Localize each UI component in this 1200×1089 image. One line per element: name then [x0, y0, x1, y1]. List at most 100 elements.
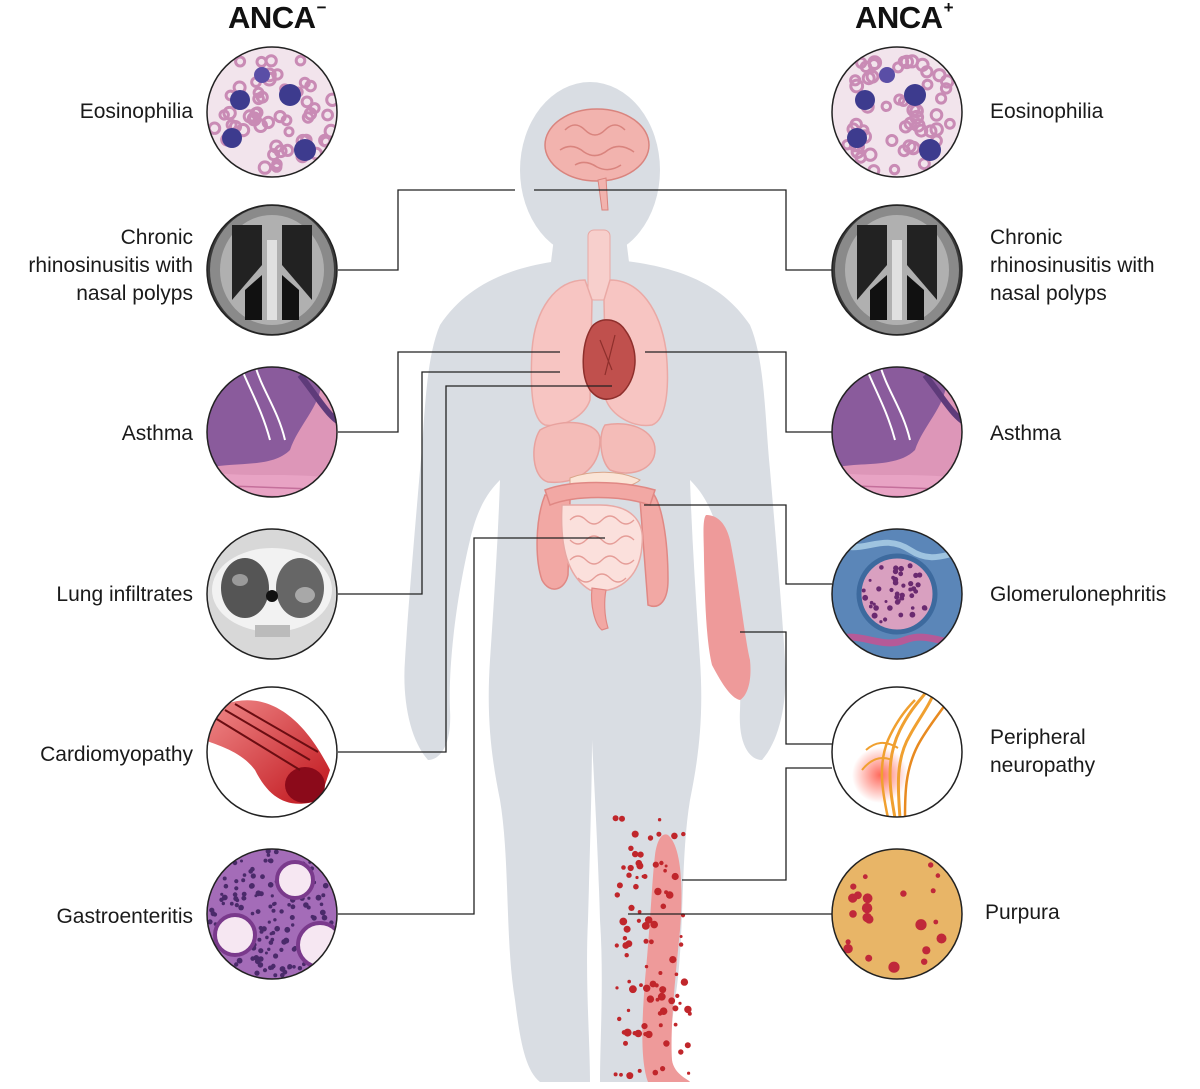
- nuc6-dot: [272, 902, 276, 906]
- purpura-dot: [658, 1023, 663, 1028]
- rbc1-dot: [303, 107, 318, 121]
- nuc6-dot: [268, 904, 273, 909]
- crs-ct-image-left: [206, 204, 338, 336]
- spots6-dot: [864, 915, 874, 924]
- nuc6-dot: [258, 948, 264, 954]
- rbc1-dot: [283, 126, 295, 138]
- purpura-dot: [643, 938, 649, 944]
- purpura-dot: [619, 917, 628, 926]
- purpura-dot: [615, 986, 619, 990]
- purpura-dot: [622, 942, 630, 949]
- nuc4-dot: [917, 572, 923, 578]
- nuc6-dot: [255, 890, 262, 897]
- purpura-dot: [617, 1016, 622, 1022]
- purpura-dot: [628, 845, 634, 851]
- rbc2-dot: [910, 118, 926, 133]
- spots6-dot: [888, 961, 900, 973]
- spots6-dot: [915, 919, 927, 931]
- nuc6-dot: [234, 903, 239, 908]
- gastroenteritis-histology-left: [206, 848, 338, 980]
- rbc2-dot: [880, 100, 892, 113]
- nuc6-dot: [267, 858, 272, 863]
- nuc6-dot: [297, 966, 303, 971]
- purpura-dot: [674, 972, 679, 977]
- nuc6-dot: [254, 970, 260, 976]
- spots6-dot: [921, 958, 928, 965]
- spots6-dot: [854, 891, 862, 900]
- label-purpura-right: Purpura: [985, 901, 1060, 924]
- spots6-dot: [928, 862, 934, 868]
- nuc6-dot: [248, 869, 253, 874]
- nuc6-dot: [321, 914, 328, 921]
- purpura-dot: [659, 986, 667, 994]
- nuc6-dot: [273, 849, 279, 855]
- purpura-dot: [623, 1028, 632, 1037]
- rbc1-dot: [280, 143, 295, 157]
- rbc1-dot: [261, 115, 275, 130]
- rbc1-dot: [222, 105, 237, 121]
- rbc1-dot: [252, 92, 265, 106]
- nuc6-dot: [258, 925, 263, 931]
- nuc6-dot: [234, 962, 239, 967]
- nuc6-dot: [315, 894, 322, 901]
- asthma-histology-left: [206, 366, 338, 498]
- nuc4-dot: [893, 565, 899, 571]
- purpura-dot: [635, 859, 643, 867]
- rbc1-dot: [325, 92, 337, 108]
- nuc6-dot: [273, 953, 279, 959]
- nuc4-dot: [884, 600, 888, 603]
- purpura-dot: [628, 904, 635, 912]
- purpura-dot: [673, 1022, 678, 1027]
- purpura-dot: [687, 1071, 691, 1075]
- purpura-dot: [627, 979, 631, 984]
- label-eosinophilia-left: Eosinophilia: [79, 100, 193, 123]
- nuc6-dot: [260, 874, 265, 880]
- nuc6-dot: [242, 896, 247, 901]
- nuc6-dot: [303, 902, 309, 908]
- nuc4-dot: [911, 586, 917, 592]
- purpura-dots: [612, 815, 692, 1080]
- purpura-dot: [684, 1005, 692, 1014]
- leg-highlight: [642, 834, 690, 1082]
- nuc6-dot: [289, 915, 295, 920]
- nuc4-dot: [894, 591, 900, 597]
- purpura-dot: [654, 887, 662, 896]
- lung-infiltrates-ct-left: [206, 528, 338, 660]
- purpura-dot: [646, 995, 655, 1003]
- rbc1-dot: [252, 86, 265, 99]
- purpura-dot: [652, 861, 659, 868]
- purpura-dot: [657, 992, 666, 1001]
- nuc6-dot: [322, 882, 329, 889]
- nuc4-dot: [889, 587, 894, 593]
- purpura-dot: [614, 943, 619, 948]
- rbc2-dot: [935, 92, 948, 105]
- purpura-dot: [641, 922, 650, 930]
- nuc6-dot: [267, 882, 274, 888]
- nuc6-dot: [273, 918, 277, 922]
- purpura-dot: [657, 818, 662, 822]
- purpura-dot: [622, 936, 628, 941]
- spots6-dot: [900, 890, 907, 897]
- purpura-dot: [632, 850, 639, 858]
- nuc6-dot: [270, 894, 274, 898]
- nuc4-dot: [868, 604, 873, 609]
- purpura-dot: [680, 978, 689, 986]
- nuc6-dot: [266, 853, 271, 857]
- rbc1-dot: [300, 95, 314, 109]
- nuc6-dot: [255, 957, 261, 964]
- purpura-dot: [629, 985, 637, 994]
- nuc6-dot: [310, 914, 315, 919]
- nuc6-dot: [250, 911, 255, 916]
- nuc6-dot: [267, 920, 271, 924]
- spots6-dot: [936, 933, 947, 944]
- purpura-dot: [643, 984, 651, 992]
- nuc6-dot: [222, 876, 227, 881]
- rbc1-dot: [234, 55, 247, 68]
- arm-highlight: [703, 515, 751, 700]
- purpura-dot: [637, 1068, 642, 1073]
- nuc6-dot: [274, 925, 281, 932]
- nuc4-dot: [896, 599, 901, 604]
- rbc1-dot: [294, 54, 307, 67]
- purpura-dot: [679, 935, 683, 938]
- nuc4-dot: [872, 602, 876, 606]
